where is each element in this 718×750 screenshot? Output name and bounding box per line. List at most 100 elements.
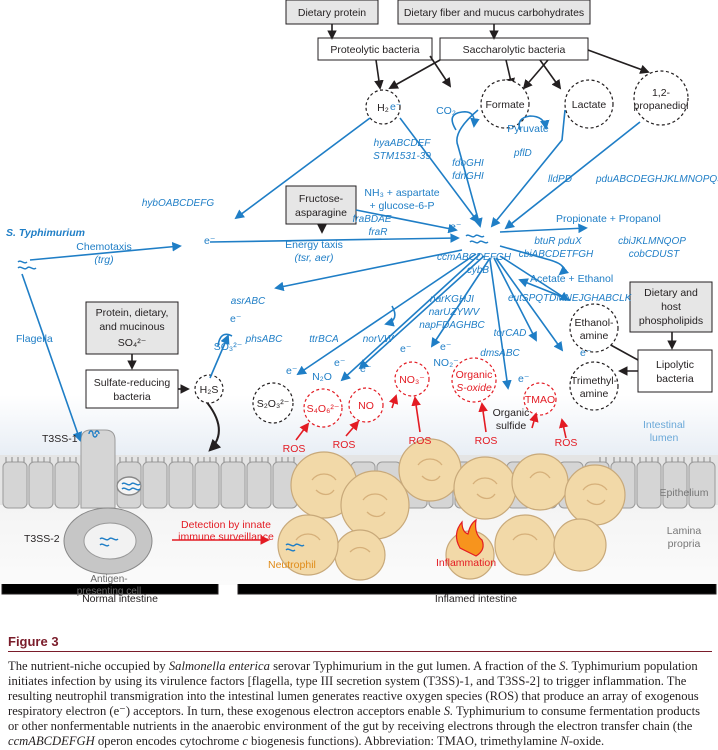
dietary-host-box — [629, 281, 713, 333]
organic-soxide-circle — [451, 357, 497, 403]
so3-label: SO₃²⁻ — [214, 341, 243, 353]
caption-italic-1: Salmonella enterica — [168, 659, 270, 673]
caption-text-6: biogenesis functions). Abbreviation: TMA… — [247, 734, 561, 748]
caption-body: The nutrient-niche occupied by Salmonell… — [8, 659, 712, 749]
dietary-protein-label: Dietary protein — [298, 7, 366, 19]
gene-narKGHJI: narKGHJI — [430, 294, 474, 305]
apc-label-2: presenting cell — [77, 586, 141, 597]
co2-label: CO₂ — [436, 105, 456, 117]
salmonella-icon — [17, 260, 37, 270]
energy-taxis-label: Energy taxis — [285, 239, 343, 251]
caption-italic-4: ccmABCDEFGH — [8, 734, 95, 748]
no-label: NO — [358, 400, 374, 412]
protein-mucinous-label-2: and mucinous — [99, 321, 164, 333]
gene-hybOABCDEFG: hybOABCDEFG — [142, 198, 214, 209]
no2-label: NO₂⁻ — [433, 357, 459, 369]
detection-label-2: immune surveillance — [178, 531, 274, 543]
gene-dmsABC: dmsABC — [480, 348, 520, 359]
figure-number: Figure 3 — [8, 634, 59, 649]
detection-label-1: Detection by innate — [181, 519, 271, 531]
ros-label-2: ROS — [333, 439, 356, 451]
electron-label-no: e⁻ — [334, 357, 346, 369]
gene-narUZYWV: narUZYWV — [429, 307, 481, 318]
saccharolytic-box — [439, 37, 589, 61]
gene-fraR: fraR — [369, 227, 388, 238]
organic-soxide-label-2: S-oxide — [456, 382, 492, 394]
proteolytic-box — [317, 37, 433, 61]
lipolytic-label-2: bacteria — [656, 373, 694, 385]
propionate-label: Propionate + Propanol — [556, 213, 661, 225]
dietary-host-label-1: Dietary and — [644, 287, 698, 299]
electron-label-no3: e⁻ — [400, 343, 412, 355]
antigen-presenting-cell — [63, 507, 153, 575]
caption-italic-2: S. — [559, 659, 569, 673]
gene-torCAD: torCAD — [494, 328, 527, 339]
fructose-label-1: Fructose- — [299, 193, 344, 205]
electron-label-center: e⁻ — [450, 221, 462, 233]
s4o6-label: S₄O₆²⁻ — [307, 403, 340, 415]
propanediol-label-1: 1,2- — [652, 87, 671, 99]
n2o-label: N₂O — [312, 371, 332, 383]
s2o3-circle — [252, 382, 294, 424]
fructose-asparagine-box — [285, 185, 357, 225]
source-arrows — [127, 24, 677, 452]
sulfate-label-1: Sulfate-reducing — [94, 377, 171, 389]
apc-label-1: Antigen- — [90, 574, 127, 585]
saccharolytic-label: Saccharolytic bacteria — [463, 44, 566, 56]
tsr-aer-label: (tsr, aer) — [294, 252, 333, 264]
acetate-label: Acetate + Ethanol — [530, 273, 613, 285]
caption-text-1: The nutrient-niche occupied by — [8, 659, 169, 673]
h2s-label: H₂S — [200, 384, 219, 396]
no3-circle — [394, 361, 430, 397]
electron-label-so3: e⁻ — [230, 313, 242, 325]
propanediol-circle — [633, 70, 689, 126]
loop-arrows — [217, 110, 550, 347]
chemotaxis-label: Chemotaxis — [76, 241, 131, 253]
s4o6-circle — [303, 388, 343, 428]
central-salmonella-icon — [465, 234, 489, 244]
dietary-host-label-2: host — [661, 301, 681, 313]
t3ss1-label: T3SS-1 — [42, 433, 78, 445]
h2-label: H₂ — [377, 102, 389, 114]
organic-sulfide-label-1: Organic — [493, 407, 530, 419]
gene-pdu: pduABCDEGHJKLMNOPQSTUVWX — [595, 174, 718, 185]
gene-asrABC: asrABC — [231, 296, 266, 307]
electron-label-ethanolamine: e⁻ — [580, 347, 592, 359]
ros-label-1: ROS — [283, 443, 306, 455]
ros-label-5: ROS — [555, 437, 578, 449]
trimethylamine-label-2: amine — [580, 388, 609, 400]
ros-label-3: ROS — [409, 435, 432, 447]
gene-pflD: pflD — [513, 148, 532, 159]
caption-rule — [8, 651, 712, 652]
gene-cybB: cybB — [467, 265, 490, 276]
gene-eut: eutSPQTDMNEJGHABCLK — [508, 293, 633, 304]
intracellular-bacteria — [88, 430, 142, 496]
epithelium-label: Epithelium — [659, 487, 708, 499]
sulfate-label-2: bacteria — [113, 391, 151, 403]
normal-intestine-label: Normal intestine — [82, 593, 158, 605]
tmao-circle — [523, 382, 557, 416]
dietary-protein-box — [285, 0, 379, 25]
t3ss2-label: T3SS-2 — [24, 533, 60, 545]
trg-label: (trg) — [94, 254, 113, 266]
neutrophil-nuclei — [295, 458, 608, 553]
gene-fdnGHI: fdnGHI — [452, 171, 484, 182]
proteolytic-label: Proteolytic bacteria — [330, 44, 419, 56]
gene-btuR: btuR pduX — [534, 236, 582, 247]
ethanolamine-circle — [569, 303, 619, 353]
protein-mucinous-label-1: Protein, dietary, — [96, 307, 169, 319]
diagram: Dietary protein Dietary fiber and mucus … — [0, 0, 718, 605]
lamina-label-1: Lamina — [667, 525, 702, 537]
gene-napF: napFDAGHBC — [419, 320, 485, 331]
gene-cbiJ: cbiJKLMNQOP — [618, 236, 686, 247]
electron-arrows — [21, 109, 641, 442]
neutrophil-bacteria — [285, 543, 305, 552]
no-circle — [348, 387, 384, 423]
gene-hyaABCDEF: hyaABCDEF — [374, 138, 432, 149]
electron-label-no2: e⁻ — [440, 341, 452, 353]
flame-icon — [455, 518, 484, 557]
formate-label: Formate — [485, 99, 524, 111]
neutrophils — [277, 438, 626, 581]
no3-label: NO₃⁻ — [399, 374, 425, 386]
gene-phsABC: phsABC — [245, 334, 283, 345]
